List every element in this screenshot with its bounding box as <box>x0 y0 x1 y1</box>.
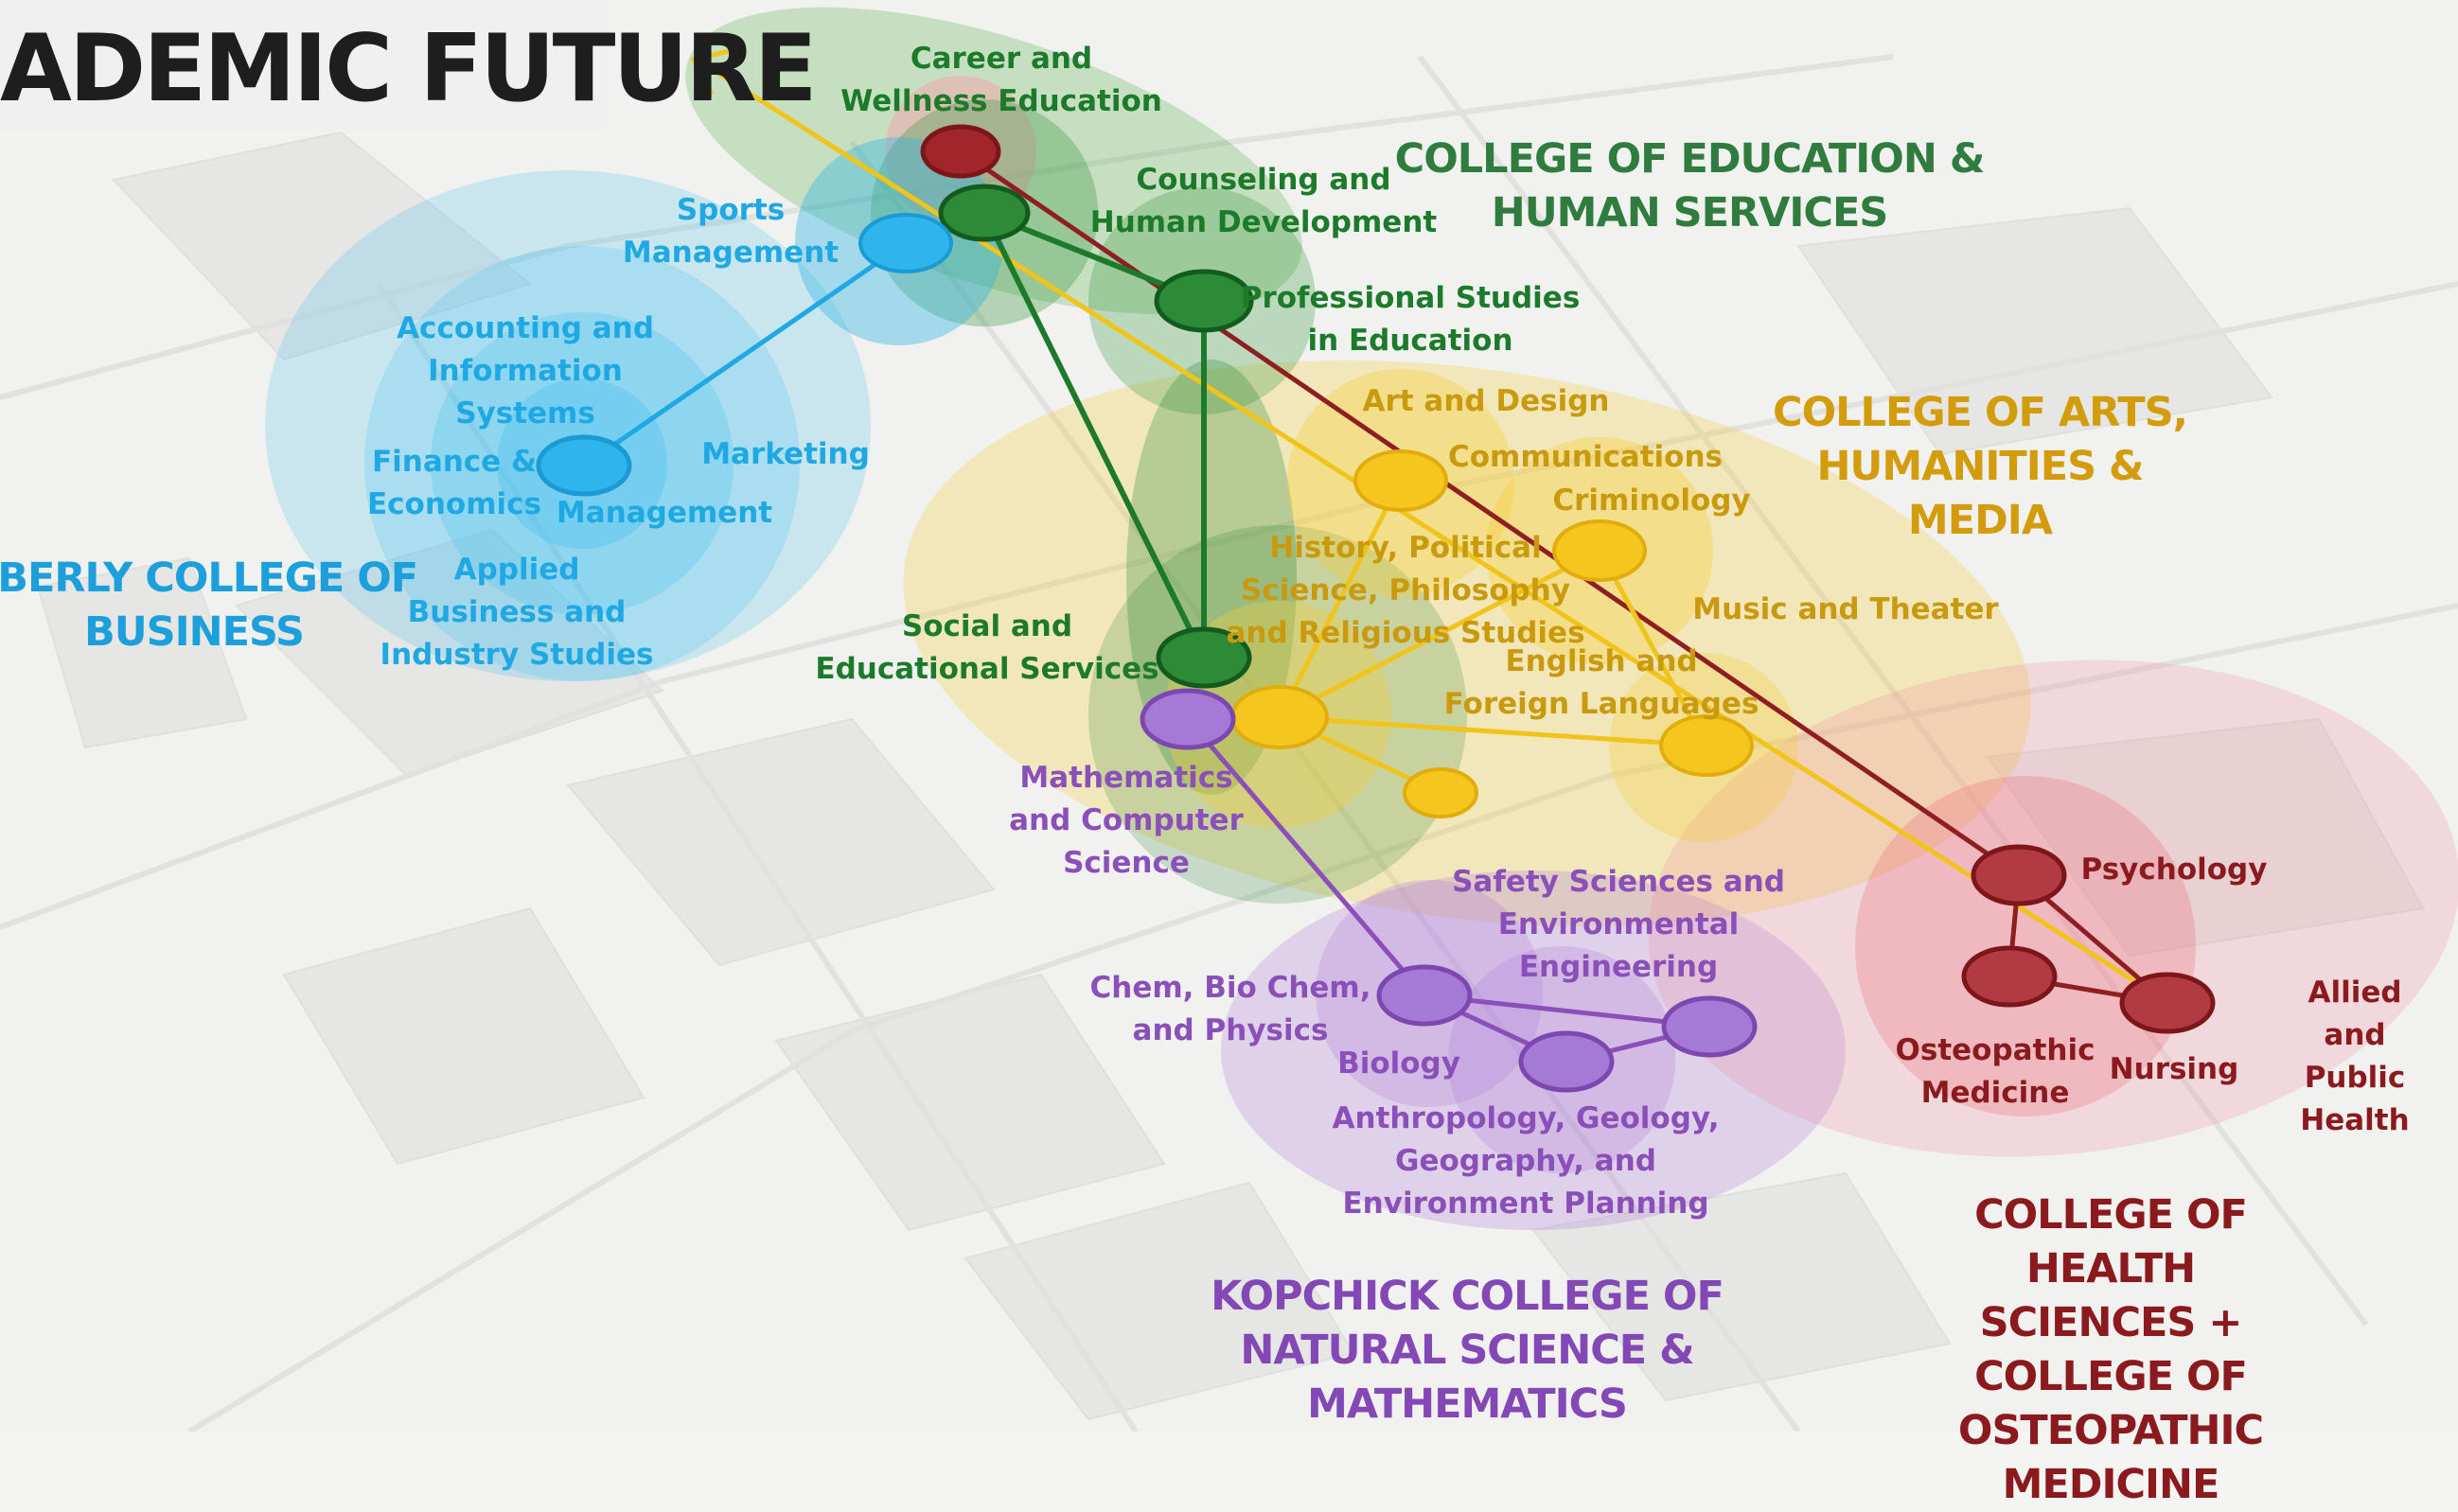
node-sports <box>858 213 953 273</box>
label-music: Music and Theater <box>1692 592 1999 626</box>
label-english: English and Foreign Languages <box>1443 644 1760 721</box>
college-business-heading: EBERLY COLLEGE OF BUSINESS <box>0 554 418 656</box>
college-arts-heading: COLLEGE OF ARTS, HUMANITIES & MEDIA <box>1773 389 2188 544</box>
business-zone <box>265 170 871 681</box>
node-psychology <box>1971 844 2067 906</box>
label-nursing: Nursing <box>2109 1052 2239 1086</box>
college-education-heading: COLLEGE OF EDUCATION & HUMAN SERVICES <box>1394 135 1986 237</box>
label-applied: Applied Business and Industry Studies <box>380 553 654 672</box>
node-social <box>1156 626 1252 689</box>
node-career <box>920 124 1001 179</box>
label-history: History, Political Science, Philosophy a… <box>1226 531 1585 650</box>
node-criminology <box>1552 519 1647 582</box>
college-science-heading: KOPCHICK COLLEGE OF NATURAL SCIENCE & MA… <box>1211 1273 1724 1428</box>
title-band <box>0 0 606 132</box>
label-sports: Sports Management <box>622 193 840 270</box>
label-counseling: Counseling and Human Development <box>1089 163 1438 239</box>
label-art-design: Art and Design <box>1362 384 1610 418</box>
node-osteopathic <box>1961 945 2058 1008</box>
label-social: Social and Educational Services <box>815 609 1159 686</box>
node-chem <box>1376 964 1473 1027</box>
label-professional: Professional Studies in Education <box>1240 281 1581 358</box>
node-business-core <box>536 434 632 497</box>
label-psychology: Psychology <box>2080 853 2268 887</box>
label-anthro: Anthropology, Geology, Geography, and En… <box>1332 1101 1720 1221</box>
label-career: Career and Wellness Education <box>840 42 1162 118</box>
label-biology: Biology <box>1337 1046 1460 1081</box>
label-marketing: Marketing <box>701 437 870 471</box>
node-biology <box>1518 1030 1615 1093</box>
node-english <box>1659 714 1754 777</box>
node-safety <box>1661 995 1758 1058</box>
node-professional <box>1154 269 1254 333</box>
label-safety: Safety Sciences and Environmental Engine… <box>1452 865 1785 984</box>
label-chem: Chem, Bio Chem, and Physics <box>1089 971 1371 1047</box>
campus-map-background <box>0 54 2458 1434</box>
node-arts-small <box>1403 767 1478 818</box>
college-health-heading: COLLEGE OF HEALTH SCIENCES + COLLEGE OF … <box>1957 1191 2264 1508</box>
label-allied: Allied and Public Health <box>2300 976 2410 1137</box>
label-criminology: Criminology <box>1552 483 1751 518</box>
axis-arrow <box>690 48 2141 987</box>
arts-zone <box>903 360 2031 927</box>
diagram-canvas <box>0 7 2458 1434</box>
node-math <box>1140 688 1236 750</box>
node-art <box>1353 449 1448 512</box>
label-finance: Finance & Economics <box>367 445 541 521</box>
business-link <box>582 240 908 468</box>
label-accounting: Accounting and Information Systems <box>397 311 654 431</box>
label-math: Mathematics and Computer Science <box>1009 761 1244 880</box>
node-nursing <box>2119 972 2216 1034</box>
node-counseling <box>938 184 1031 242</box>
nodes <box>536 124 2216 1093</box>
node-history <box>1230 685 1329 749</box>
page-title: ADEMIC FUTURE <box>0 15 818 123</box>
label-management: Management <box>556 496 773 530</box>
label-osteopathic: Osteopathic Medicine <box>1895 1033 2095 1110</box>
label-communications: Communications <box>1448 440 1723 474</box>
